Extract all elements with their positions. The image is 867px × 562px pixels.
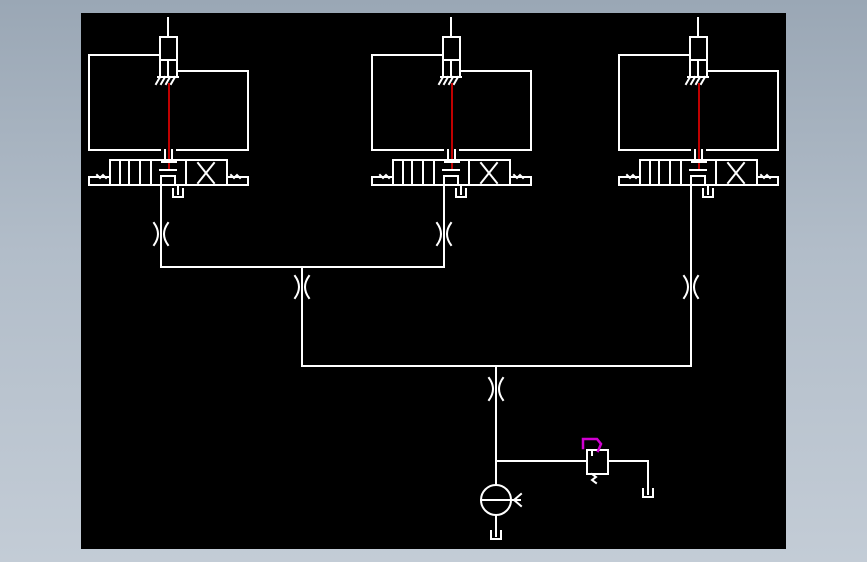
frame-left xyxy=(371,54,444,151)
ground-hatch xyxy=(154,75,179,86)
orifice-arc-left xyxy=(682,274,689,300)
orifice-arc-left xyxy=(487,376,494,402)
orifice-right-branch xyxy=(682,274,700,300)
orifice-left-trunk xyxy=(293,274,311,300)
valve-tank-middle xyxy=(455,184,467,198)
ground-hatch xyxy=(684,75,709,86)
pump-adjust-arrow-icon xyxy=(512,492,523,508)
spring-right xyxy=(229,173,242,180)
valve-port-block xyxy=(690,175,706,186)
frame-left xyxy=(618,54,691,151)
piping xyxy=(160,184,692,486)
spring-left xyxy=(625,173,638,180)
flow-path-cross-2 xyxy=(196,161,216,185)
frame-right xyxy=(176,70,249,151)
relief-spring-icon xyxy=(590,472,598,485)
flow-path-cross-2 xyxy=(479,161,499,185)
orifice-left-branch xyxy=(152,221,170,247)
relief-pilot-highlight xyxy=(581,437,603,453)
hatch-stroke xyxy=(164,75,172,86)
valve-tank-left xyxy=(172,184,184,198)
hydraulic-schematic xyxy=(88,17,779,540)
valve-end-cap-right xyxy=(226,176,249,186)
tank-symbol xyxy=(455,188,467,198)
valve-end-cap-right xyxy=(509,176,532,186)
hatch-stroke xyxy=(699,75,707,86)
ground-hatch xyxy=(437,75,462,86)
orifice-arc-left xyxy=(293,274,300,300)
hatch-stroke xyxy=(447,75,455,86)
relief-return-line xyxy=(607,460,649,491)
tank-relief xyxy=(642,484,654,498)
orifice-main-supply xyxy=(487,376,505,402)
hatch-stroke xyxy=(452,75,460,86)
hatch-stroke xyxy=(437,75,445,86)
orifice-arc-right xyxy=(693,274,700,300)
frame-right xyxy=(706,70,779,151)
flow-path-cross-2 xyxy=(726,161,746,185)
orifice-middle-branch xyxy=(435,221,453,247)
valve-tank-right xyxy=(702,184,714,198)
tank-symbol xyxy=(172,188,184,198)
hatch-stroke xyxy=(154,75,162,86)
spring-right xyxy=(512,173,525,180)
hatch-stroke xyxy=(689,75,697,86)
spring-right xyxy=(759,173,772,180)
orifice-arc-right xyxy=(446,221,453,247)
branch-left xyxy=(88,17,249,231)
tank-symbol xyxy=(702,188,714,198)
orifice-arc-right xyxy=(304,274,311,300)
tank-pump xyxy=(490,526,502,540)
valve-end-cap-right xyxy=(756,176,779,186)
hatch-stroke xyxy=(442,75,450,86)
hatch-stroke xyxy=(159,75,167,86)
spring-left xyxy=(378,173,391,180)
tank-symbol xyxy=(490,530,502,540)
variable-displacement-pump xyxy=(480,484,523,540)
branch-right xyxy=(618,17,779,231)
frame-left xyxy=(88,54,161,151)
hatch-stroke xyxy=(684,75,692,86)
valve-port-block xyxy=(443,175,459,186)
pressure-relief-valve xyxy=(581,437,654,498)
relief-valve-body xyxy=(586,449,609,475)
drawing-canvas[interactable] xyxy=(81,13,786,549)
hatch-stroke xyxy=(694,75,702,86)
hatch-stroke xyxy=(169,75,177,86)
spring-left xyxy=(95,173,108,180)
branch-middle xyxy=(371,17,532,231)
valve-port-block xyxy=(160,175,176,186)
orifice-arc-right xyxy=(498,376,505,402)
orifice-arc-left xyxy=(152,221,159,247)
tank-symbol xyxy=(642,488,654,498)
directional-valve xyxy=(371,159,532,186)
directional-valve xyxy=(618,159,779,186)
directional-valve xyxy=(88,159,249,186)
orifice-arc-right xyxy=(163,221,170,247)
frame-right xyxy=(459,70,532,151)
orifice-arc-left xyxy=(435,221,442,247)
